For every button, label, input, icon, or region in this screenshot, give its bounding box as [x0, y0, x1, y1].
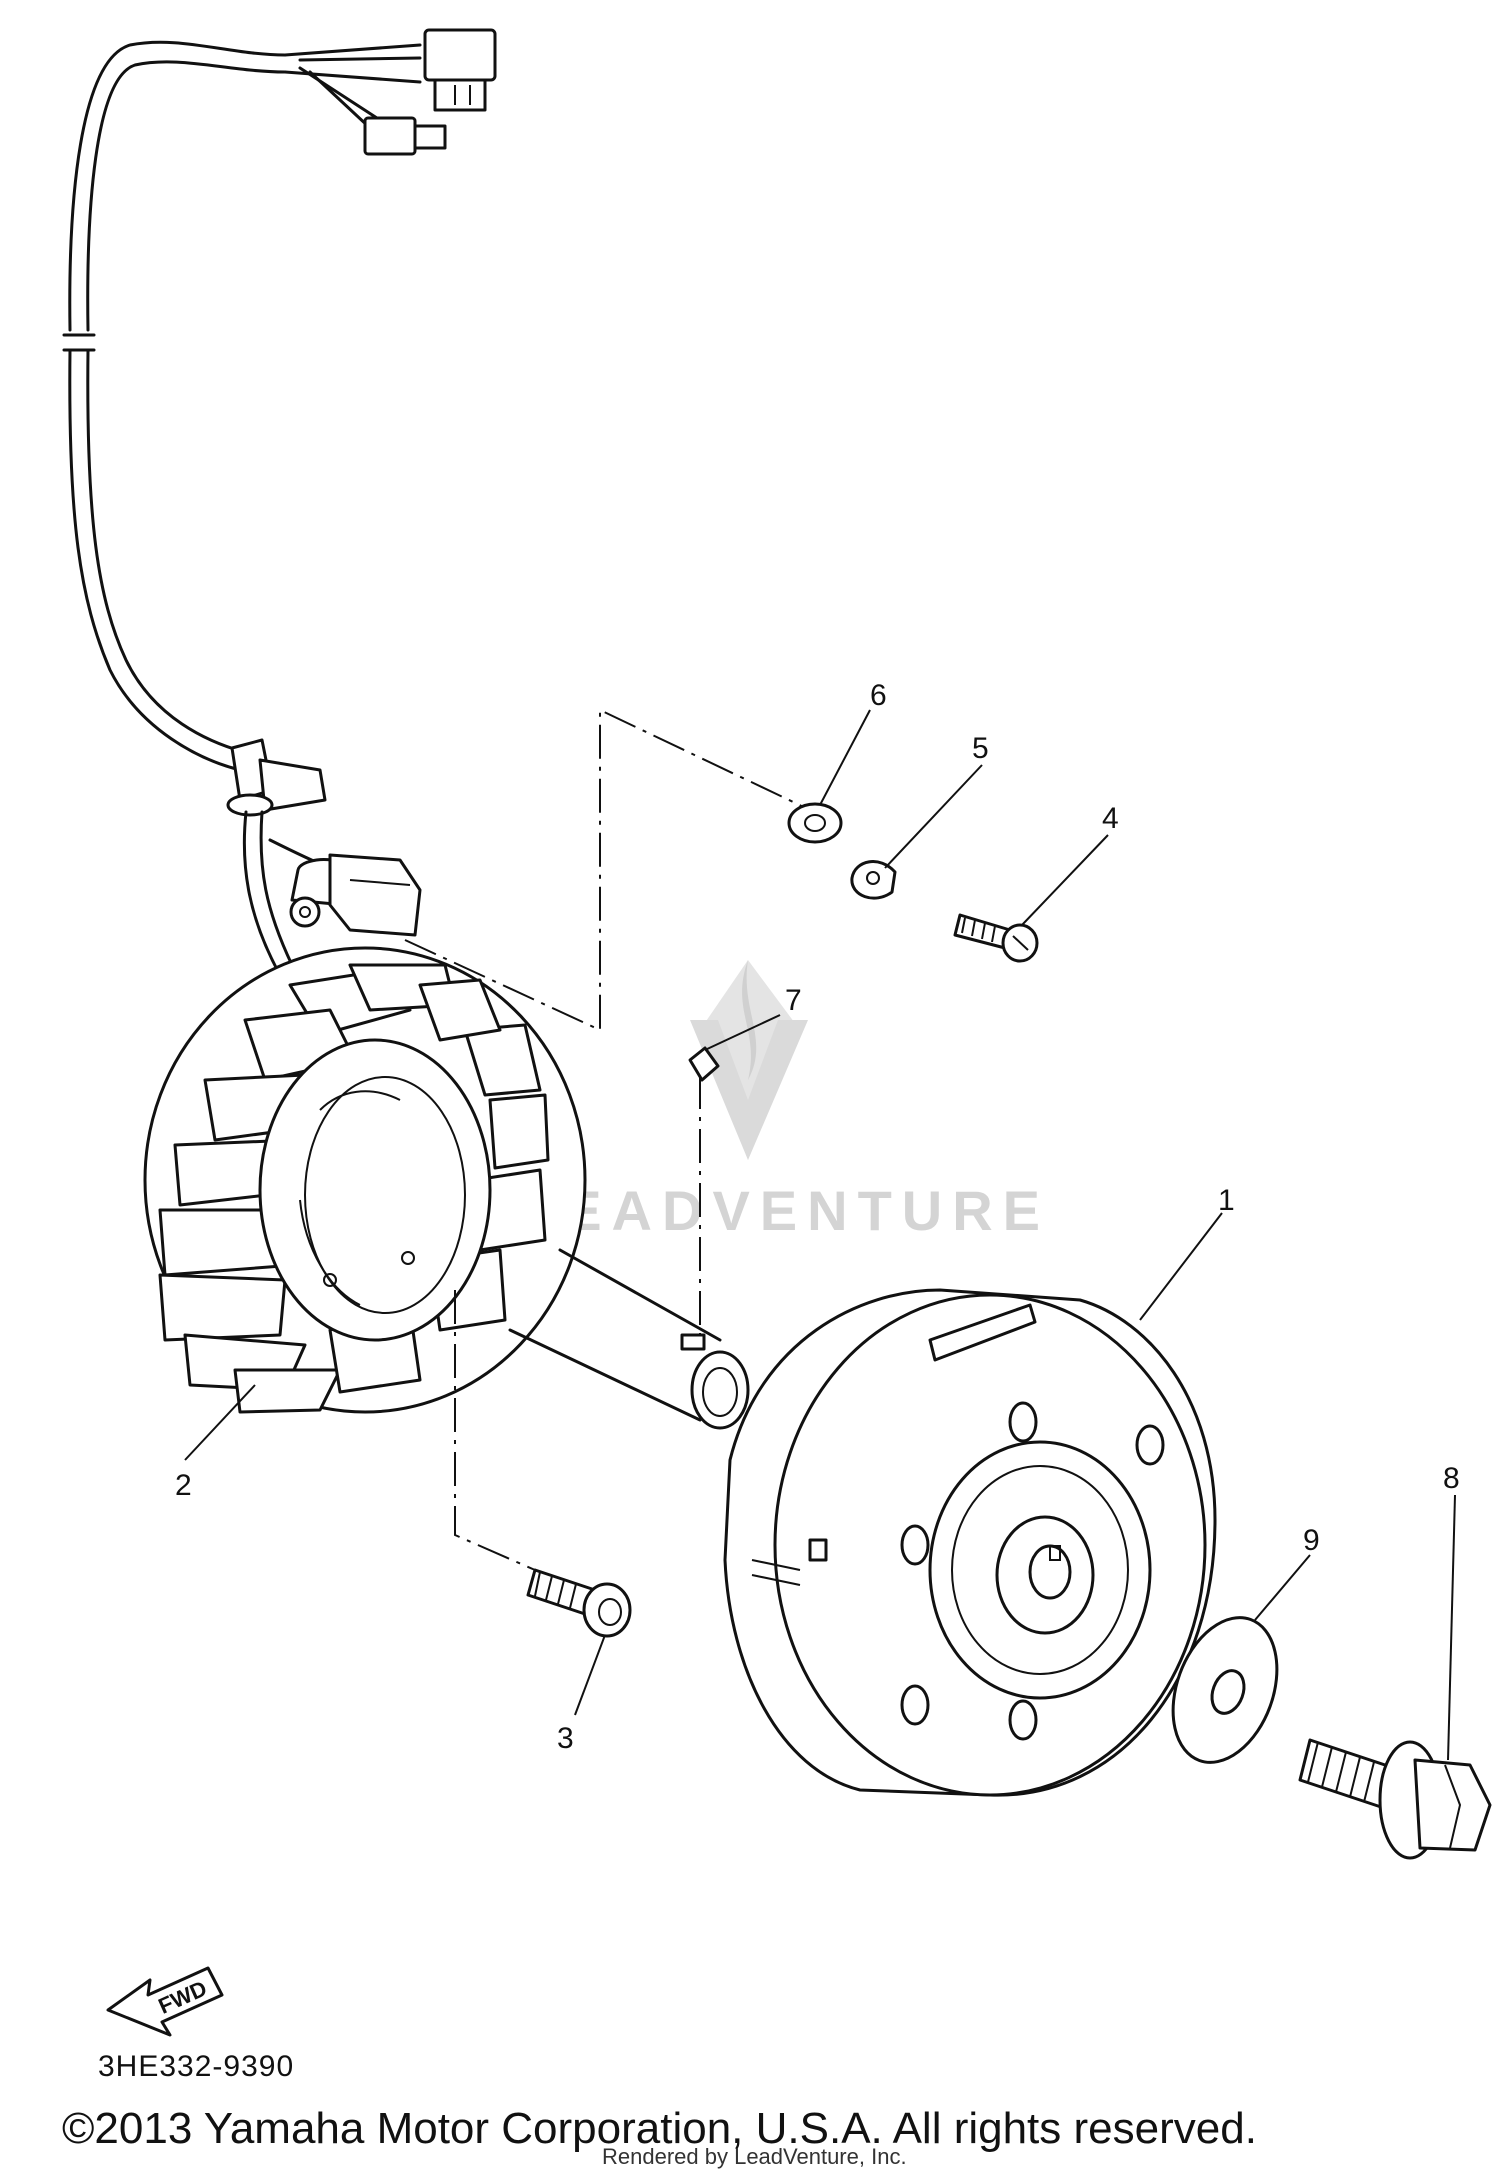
- part-3-screw: [526, 1568, 632, 1638]
- part-6-grommet: [787, 802, 843, 844]
- callout-3: 3: [557, 1722, 574, 1755]
- callout-9: 9: [1303, 1524, 1320, 1557]
- part-7-woodruff-key: [688, 1046, 720, 1082]
- rendered-by-notice: Rendered by LeadVenture, Inc.: [602, 2144, 907, 2169]
- callout-8: 8: [1443, 1462, 1460, 1495]
- part-9-washer: [1171, 1616, 1279, 1764]
- callout-4: 4: [1102, 802, 1119, 835]
- callout-7: 7: [785, 984, 802, 1017]
- wire-harness: [62, 28, 497, 977]
- copyright-notice: ©2013 Yamaha Motor Corporation, U.S.A. A…: [62, 2104, 1257, 2153]
- callout-1: 1: [1218, 1184, 1235, 1217]
- callout-2: 2: [175, 1469, 192, 1502]
- callout-6: 6: [870, 679, 887, 712]
- callout-leaders: [184, 709, 1456, 1761]
- crankshaft-stub: [508, 1248, 750, 1430]
- assembly-lines: [404, 708, 811, 1571]
- part-1-rotor: [723, 1288, 1217, 1797]
- part-diagram-code: 3HE332-9390: [98, 2050, 295, 2083]
- leadventure-watermark: LEADVENTURE: [520, 960, 1050, 1242]
- callout-5: 5: [972, 732, 989, 765]
- watermark-text: LEADVENTURE: [520, 1179, 1050, 1242]
- part-8-flange-bolt: [1298, 1738, 1492, 1860]
- callout-numbers: 1 2 3 4 5 6 7 8 9: [175, 679, 1460, 1755]
- fwd-arrow-icon: FWD: [106, 1966, 224, 2037]
- part-5-clip: [850, 860, 897, 900]
- stator: [143, 946, 587, 1414]
- part-4-screw: [953, 913, 1039, 963]
